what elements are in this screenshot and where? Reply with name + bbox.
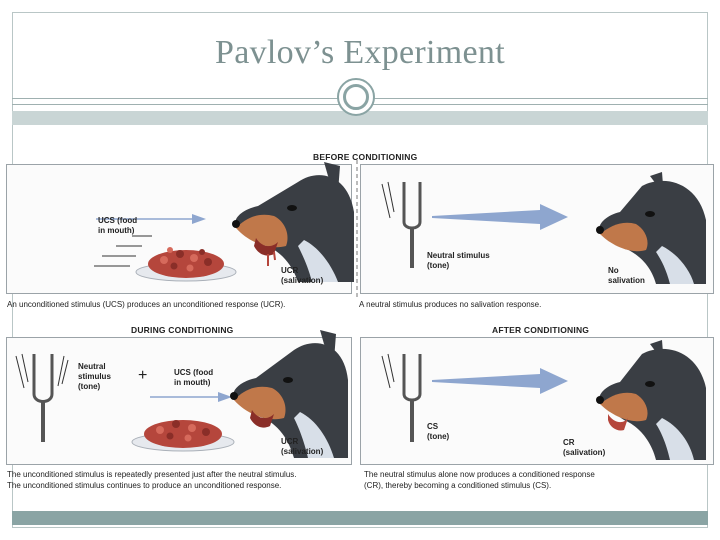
tuning-fork-during-icon [15,353,69,442]
heading-before-conditioning: BEFORE CONDITIONING [313,152,418,162]
heading-during-conditioning: DURING CONDITIONING [131,325,234,335]
neutral-stimulus-during-label: Neutral stimulus (tone) [78,362,111,391]
ucr-salivation-label: UCR (salivation) [281,266,324,285]
cr-salivation-label: CR (salivation) [563,438,606,457]
plus-sign: + [138,367,148,384]
caption-after-line1: The neutral stimulus alone now produces … [364,470,595,479]
ucs-food-label: UCS (food in mouth) [98,216,138,235]
neutral-stimulus-label: Neutral stimulus (tone) [427,251,490,270]
tuning-fork-icon [381,181,422,268]
slide-title: Pavlov’s Experiment [215,34,505,71]
tuning-fork-after-icon [381,353,422,442]
heading-after-conditioning: AFTER CONDITIONING [492,325,590,335]
food-bowl-during-icon [131,420,235,452]
cs-arrow [432,368,568,394]
ucs-during-arrow [150,392,232,402]
ucs-arrow [96,214,206,224]
ucr-salivation-during-label: UCR (salivation) [281,437,324,456]
dog-salivating-icon [232,162,354,282]
caption-before-neutral: A neutral stimulus produces no salivatio… [359,300,542,309]
caption-after-line2: (CR), thereby becoming a conditioned sti… [364,481,552,490]
dog-neutral-icon [596,172,706,284]
neutral-arrow [432,204,568,230]
dog-during-icon [230,330,348,458]
circle-ornament-icon [337,78,375,116]
food-bowl-icon [135,247,237,282]
caption-before-ucs: An unconditioned stimulus (UCS) produces… [7,300,286,309]
motion-lines [94,235,152,267]
no-salivation-label: No salivation [608,266,645,285]
caption-during-line1: The unconditioned stimulus is repeatedly… [7,470,297,479]
ucs-food-during-label: UCS (food in mouth) [174,368,214,387]
dashed-divider [356,160,358,300]
cs-tone-label: CS (tone) [427,422,450,441]
bottom-accent-band [12,511,708,525]
caption-during-line2: The unconditioned stimulus continues to … [7,481,282,490]
top-accent-band [12,111,708,125]
dog-conditioned-icon [596,340,706,460]
